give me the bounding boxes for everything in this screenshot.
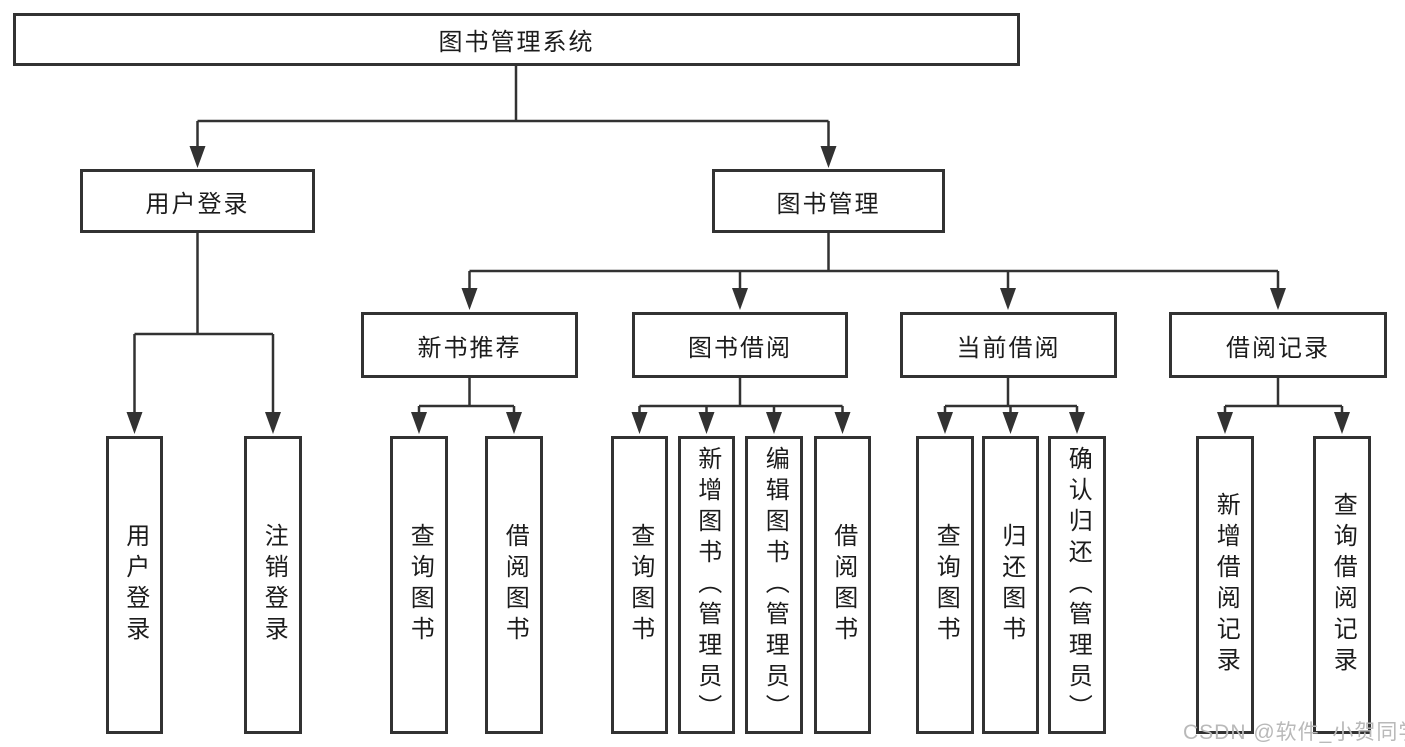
node-current-borrow-label: 当前借阅: [956, 334, 1061, 362]
node-current-borrow: 当前借阅: [900, 312, 1117, 378]
leaf-bb-add-book-admin-label: 新增图书（管理员）: [693, 445, 721, 725]
leaf-cb-return-book-label: 归还图书: [997, 523, 1025, 647]
leaf-cb-confirm-return-admin: 确认归还（管理员）: [1048, 436, 1106, 734]
node-borrow-record: 借阅记录: [1169, 312, 1387, 378]
leaf-nb-query-book-label: 查询图书: [406, 523, 434, 647]
node-book-borrow-label: 图书借阅: [688, 334, 792, 362]
leaf-logout: 注销登录: [244, 436, 302, 734]
node-book-management-label: 图书管理: [776, 190, 881, 218]
leaf-user-login: 用户登录: [106, 436, 163, 734]
node-user-login: 用户登录: [80, 169, 315, 233]
node-book-borrow: 图书借阅: [632, 312, 848, 378]
leaf-logout-label: 注销登录: [260, 523, 288, 647]
node-root: 图书管理系统: [13, 13, 1020, 66]
leaf-br-add-record-label: 新增借阅记录: [1212, 492, 1240, 678]
leaf-nb-borrow-book-label: 借阅图书: [501, 523, 529, 647]
connector-book-mgmt-to-level3: [461, 233, 1286, 310]
node-borrow-record-label: 借阅记录: [1226, 334, 1330, 362]
connector-book-borrow-to-leaves: [631, 378, 851, 434]
leaf-nb-borrow-book: 借阅图书: [485, 436, 543, 734]
leaf-bb-edit-book-admin: 编辑图书（管理员）: [745, 436, 803, 734]
leaf-bb-add-book-admin: 新增图书（管理员）: [678, 436, 735, 734]
leaf-br-query-record-label: 查询借阅记录: [1329, 492, 1357, 678]
node-book-management: 图书管理: [712, 169, 945, 233]
leaf-br-add-record: 新增借阅记录: [1196, 436, 1254, 734]
leaf-br-query-record: 查询借阅记录: [1313, 436, 1371, 734]
leaf-bb-borrow-book-label: 借阅图书: [829, 523, 857, 647]
node-new-book-recommend-label: 新书推荐: [417, 334, 522, 362]
leaf-bb-borrow-book: 借阅图书: [814, 436, 871, 734]
csdn-watermark: CSDN @软件_小贺同学: [1183, 721, 1405, 744]
leaf-cb-query-book-label: 查询图书: [932, 523, 960, 647]
leaf-cb-return-book: 归还图书: [982, 436, 1039, 734]
connector-borrow-record-to-leaves: [1217, 378, 1350, 434]
node-new-book-recommend: 新书推荐: [361, 312, 578, 378]
node-user-login-label: 用户登录: [145, 190, 250, 218]
leaf-bb-query-book-label: 查询图书: [626, 523, 654, 647]
leaf-bb-edit-book-admin-label: 编辑图书（管理员）: [761, 445, 789, 725]
leaf-nb-query-book: 查询图书: [390, 436, 448, 734]
leaf-bb-query-book: 查询图书: [611, 436, 668, 734]
connector-current-borrow-to-leaves: [937, 378, 1085, 434]
leaf-cb-confirm-return-admin-label: 确认归还（管理员）: [1064, 445, 1092, 725]
connector-root-to-level2: [189, 66, 837, 168]
connector-user-login-to-leaves: [126, 233, 281, 434]
leaf-user-login-label: 用户登录: [121, 523, 149, 647]
leaf-cb-query-book: 查询图书: [916, 436, 974, 734]
connector-new-book-to-leaves: [411, 378, 522, 434]
node-root-label: 图书管理系统: [438, 29, 595, 56]
